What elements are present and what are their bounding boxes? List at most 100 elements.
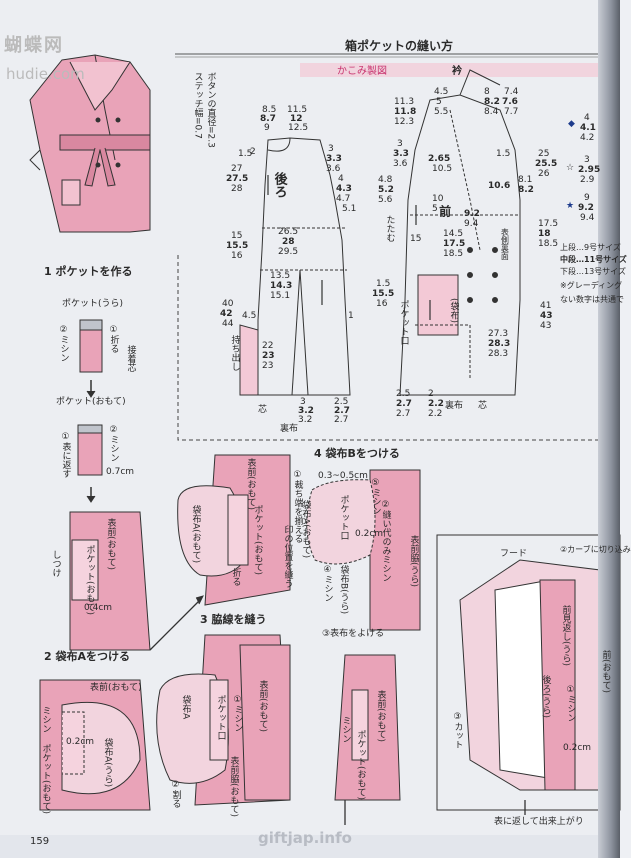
front-left-11: 16 <box>376 299 388 309</box>
s1-mishin: ②ミシン <box>58 325 69 362</box>
front-left-1: 11.8 <box>394 107 417 117</box>
back-mid-3: 29.5 <box>278 247 299 257</box>
front-left-5: 3.6 <box>393 159 408 169</box>
coat-illustration <box>29 54 151 233</box>
s4-pocket-omote: ポケット(おもて) <box>355 730 366 801</box>
front-mid-13: 2.2 <box>428 409 443 419</box>
front-mid-8: 18.5 <box>443 249 464 259</box>
legend-diamond-1: 4.1 <box>580 123 596 133</box>
front-right-6: 10.6 <box>488 181 511 191</box>
s4-shirushi: 印の位置を縫う <box>282 525 293 588</box>
front-left-13: 2.7 <box>396 399 412 409</box>
legend-staro-1: 2.95 <box>578 165 601 175</box>
mochidashi-label: 持ち出し <box>229 335 240 371</box>
back-right-2: 3.6 <box>326 164 341 174</box>
final-cut: ③カット <box>452 712 463 749</box>
s4-pocket-kuchi: ポケット口 <box>338 495 349 540</box>
front-mid-0: 4.5 <box>434 87 449 97</box>
s4-step2: ②縫い代のみミシン <box>380 500 391 582</box>
back-right-3: 4 <box>338 174 344 184</box>
page-title: 箱ポケットの縫い方 <box>345 39 454 53</box>
s3-mae-wakimae: 表前脇(おもて) <box>228 756 239 818</box>
back-top-6: 12.5 <box>288 123 309 133</box>
s4-mishin-b: ミシン <box>340 716 351 743</box>
back-left-3: 28 <box>231 184 243 194</box>
front-far-7: 43 <box>540 311 553 321</box>
s1-pocket-omote2: ポケット(おもて) <box>84 545 95 616</box>
s2b-mae-omote: 表前(おもて) <box>245 458 256 511</box>
s2b-oru: 折る <box>230 568 241 586</box>
s1-mae-omote: 表前(おもて) <box>105 518 116 571</box>
s2b-fukuro-a: 袋布A(おもて) <box>190 505 201 564</box>
size-note-3: ※グレーディング <box>560 281 623 290</box>
back-urafu-label: 裏布 <box>280 424 299 434</box>
legend-starf-2: 9.4 <box>580 213 595 223</box>
back-mid-1: 26.5 <box>278 227 299 237</box>
back-right-6: 5.1 <box>342 204 357 214</box>
s1-secchakushin: 接着芯 <box>125 345 136 372</box>
s3-mishin: ①ミシン <box>232 695 243 732</box>
back-mid-5: 14.3 <box>270 281 293 291</box>
tatamu-label: たたむ <box>384 215 395 242</box>
back-mid-0: 1.5 <box>238 149 253 159</box>
front-left-3: 3 <box>397 139 403 149</box>
front-right-4: 7.6 <box>502 97 518 107</box>
front-right-12: 28.3 <box>488 339 511 349</box>
header-band <box>300 63 620 77</box>
s4-mae-wakimae: 表前脇(うら) <box>408 535 419 588</box>
front-left-6: 4.8 <box>378 175 393 185</box>
back-left-9: 44 <box>222 319 234 329</box>
back-top-2: 8.7 <box>260 114 276 124</box>
legend-starf-0: 9 <box>584 193 590 203</box>
s3-fukuro-a: 袋布A <box>180 695 191 720</box>
back-mid-6: 15.1 <box>270 291 291 301</box>
eri-label: 衿 <box>452 66 462 77</box>
front-mid-7: 17.5 <box>443 239 466 249</box>
front-label: 前 <box>437 205 452 217</box>
back-left-1: 27 <box>231 164 243 174</box>
s2-mishin: ミシン <box>40 706 51 733</box>
back-top-3: 9 <box>264 123 270 133</box>
final-mae-omote: 前(おもて) <box>600 650 611 694</box>
size-note-0: 上段…9号サイズ <box>560 243 621 252</box>
s3-waru: ②割る <box>170 780 181 808</box>
page-number: 159 <box>30 836 50 847</box>
omote-ura-label: 表側裏面 <box>500 228 510 260</box>
s1-shitsuke: しつけ <box>50 550 61 577</box>
front-pattern-piece <box>399 69 521 396</box>
back-mid-9: 23 <box>262 361 274 371</box>
front-urafu-label: 裏布 <box>445 401 464 411</box>
s1-mishin2: ②ミシン <box>108 425 119 462</box>
legend-staro-0: 3 <box>584 155 590 165</box>
step1-title: 1 ポケットを作る <box>44 265 133 278</box>
step4-graphics <box>306 469 421 825</box>
s4-yokeru: ③表布をよける <box>322 629 385 639</box>
s2-dim: 0.2cm <box>66 737 95 747</box>
pocket-mouth-label: ポケット口 <box>398 300 409 345</box>
front-far-4: 18 <box>538 229 551 239</box>
back-top-5: 12 <box>290 114 303 124</box>
front-mid-5: 10 <box>432 194 444 204</box>
back-right-7: 1 <box>348 311 354 321</box>
back-mid-7: 22 <box>262 341 274 351</box>
front-mid-9: 14.5 <box>443 229 464 239</box>
back-bottom-0: 3 <box>300 397 306 407</box>
front-mid-1: 5 <box>436 97 442 107</box>
back-bottom-5: 2.7 <box>334 415 349 425</box>
grain-arrows <box>267 175 431 320</box>
back-label: 後ろ <box>271 172 287 198</box>
final-mishin: ①ミシン <box>565 685 576 722</box>
step2-graphics <box>39 679 151 811</box>
front-mid-2: 5.5 <box>434 107 449 117</box>
watermark-bottom: giftjap.info <box>258 829 352 847</box>
back-bottom-4: 2.7 <box>334 406 350 416</box>
size-note-4: ない数字は共通で <box>560 295 624 304</box>
front-far-6: 41 <box>540 301 552 311</box>
back-left-0: 2 <box>250 147 256 157</box>
front-far-5: 18.5 <box>538 239 559 249</box>
s4-step1: ①裁ち端を揃える <box>292 470 303 543</box>
s4-fukuro-a: 袋布A(おもて) <box>300 500 311 559</box>
step2b-graphics <box>149 454 291 651</box>
front-mid-4: 10.5 <box>432 164 453 174</box>
